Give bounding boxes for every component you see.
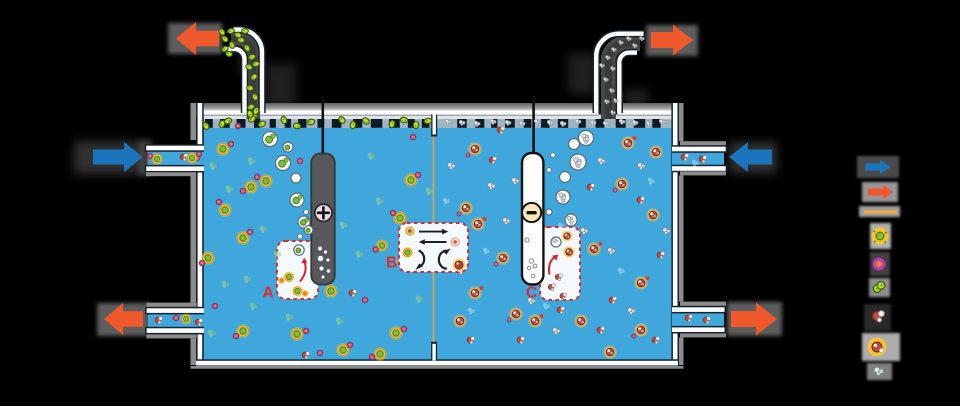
svg-text:A: A (263, 285, 274, 302)
svg-text:C: C (526, 285, 537, 302)
svg-text:B: B (386, 255, 397, 272)
